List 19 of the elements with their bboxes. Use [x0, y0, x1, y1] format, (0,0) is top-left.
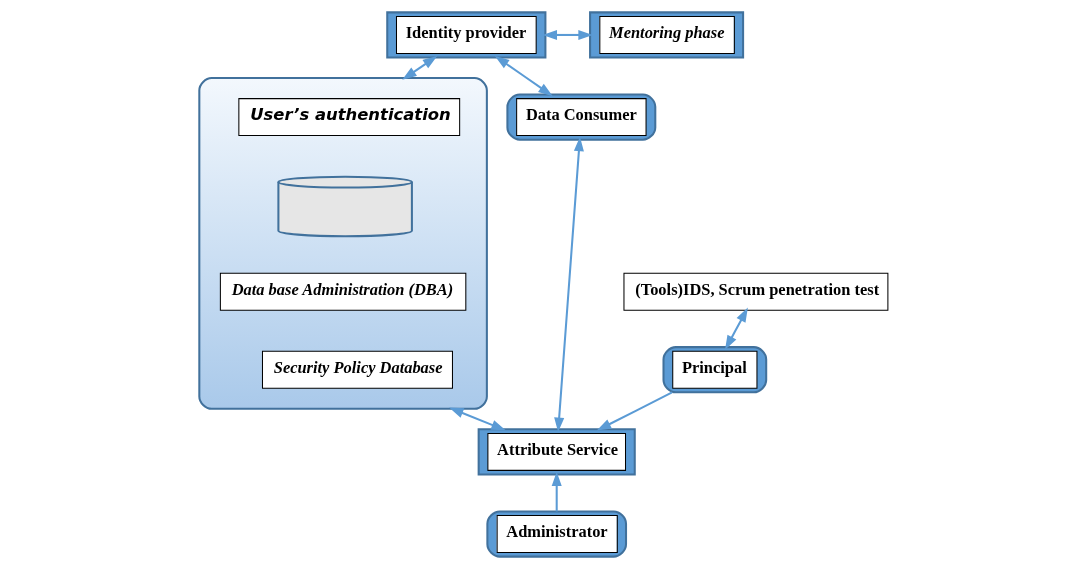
arrow — [402, 55, 438, 80]
node-box: Administrator — [486, 510, 628, 558]
arrow — [551, 471, 562, 512]
arrow — [494, 55, 553, 97]
node-box: Attribute Service — [477, 428, 636, 476]
arrow — [554, 136, 584, 433]
arrow — [725, 307, 748, 350]
cluster — [198, 77, 488, 410]
node-box: Data base Administration (DBA) — [219, 272, 467, 311]
node-box: Security Policy Database — [261, 350, 453, 389]
node-box: (Tools)IDS, Scrum penetration test — [623, 272, 889, 311]
node-box: Principal — [662, 346, 768, 394]
node-box: User’s authentication — [238, 98, 461, 137]
arrow — [542, 29, 593, 40]
node-box: Identity provider — [386, 11, 547, 59]
node-box: Mentoring phase — [589, 11, 745, 59]
arrow — [596, 391, 673, 431]
node-box: Data Consumer — [506, 93, 657, 141]
arrow — [449, 407, 506, 431]
